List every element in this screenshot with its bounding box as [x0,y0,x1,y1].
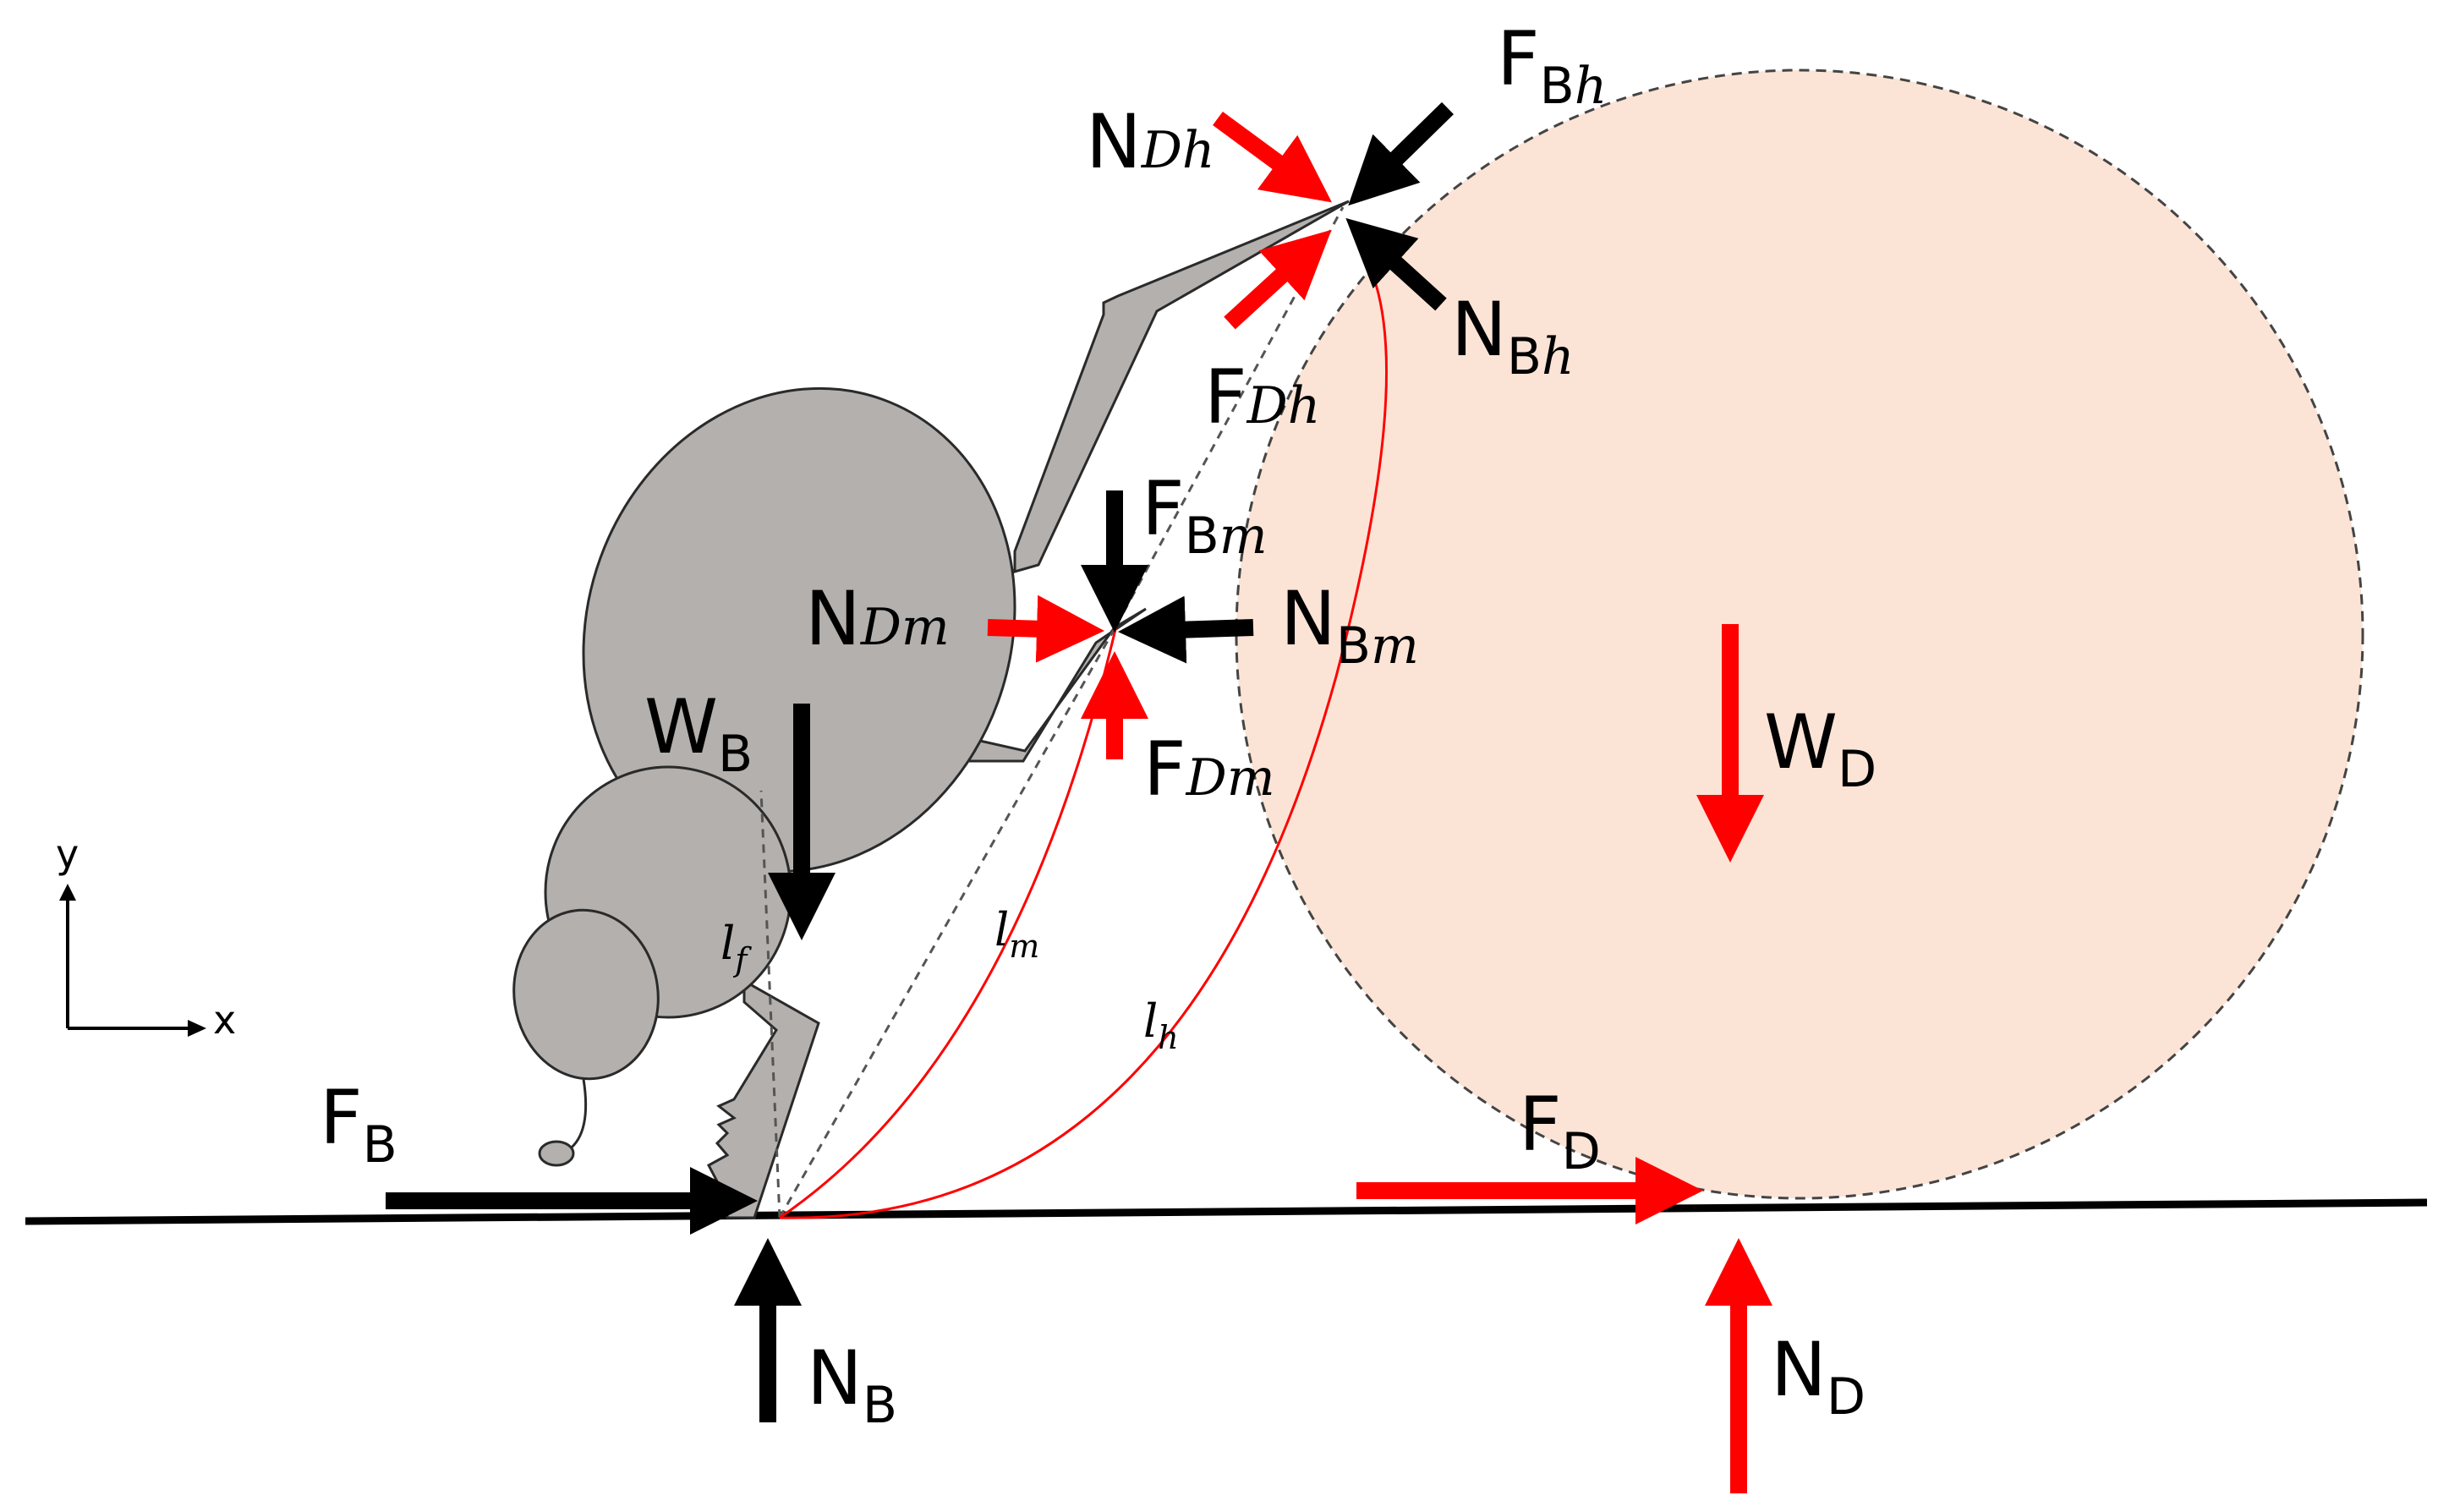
arrow-NDh [1213,111,1332,203]
coordinate-axes [59,884,206,1037]
label-lh: lh [1143,994,1179,1056]
arrow-NBm [1118,595,1254,664]
dashed-line-front-leg [759,790,781,1219]
label-FBh: FBh [1497,15,1607,116]
lever-arm-lh-curve [779,253,1388,1219]
y-axis-label: y [56,831,79,877]
label-ND: ND [1771,1326,1866,1427]
label-NDm: NDm [805,575,950,662]
lever-arm-lm-curve [779,625,1118,1219]
x-axis-label: x [213,997,236,1043]
label-FD: FD [1519,1081,1601,1181]
label-FB: FB [320,1074,397,1175]
label-WD: WD [1764,698,1876,799]
dung-ball [1235,68,2364,1200]
beetle-antenna [567,1078,588,1152]
label-lm: lm [994,903,1039,965]
ground-line [25,1198,2428,1225]
beetle-head [512,908,660,1081]
label-NBm: NBm [1280,575,1419,676]
label-NB: NB [807,1334,897,1435]
arrow-FBh [1348,101,1454,206]
label-FBm: FBm [1142,465,1268,566]
beetle-front-leg [706,978,820,1219]
arrow-NBh [1345,217,1447,311]
dashed-line-middle [778,625,1118,1219]
label-WB: WB [644,683,753,784]
arrow-FDh [1224,229,1332,330]
label-NBh: NBh [1451,286,1575,386]
label-FDh: FDh [1204,353,1320,441]
arrow-NDm [987,594,1104,663]
beetle-antenna-tip [538,1140,575,1167]
label-FDm: FDm [1143,726,1275,813]
label-NDh: NDh [1086,98,1215,185]
